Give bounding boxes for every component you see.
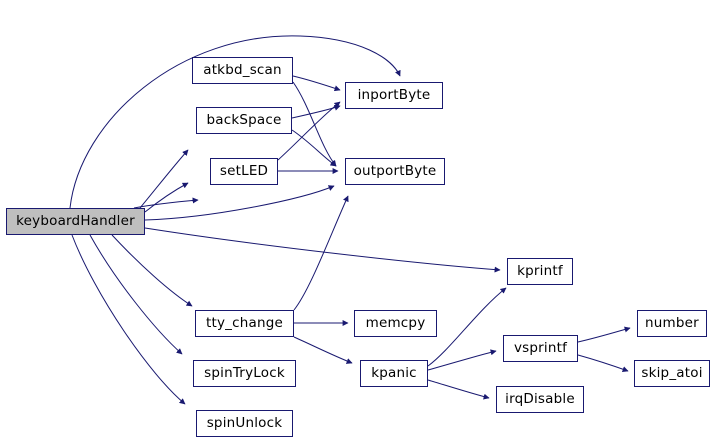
edge-tty_change-to-kpanic — [293, 336, 353, 364]
edge-kpanic-to-irqDisable — [427, 379, 490, 400]
node-setLED[interactable]: setLED — [210, 158, 278, 185]
edge-keyboardHandler-to-kprintf — [144, 227, 501, 273]
node-number[interactable]: number — [637, 310, 707, 337]
node-vsprintf[interactable]: vsprintf — [503, 335, 578, 362]
edge-vsprintf-to-number — [577, 326, 631, 343]
node-backSpace[interactable]: backSpace — [196, 107, 292, 134]
edge-setLED-to-inportByte — [277, 101, 341, 161]
edge-keyboardHandler-to-atkbd_scan — [144, 182, 189, 213]
node-inportByte[interactable]: inportByte — [345, 82, 443, 109]
node-spinUnlock[interactable]: spinUnlock — [196, 410, 293, 437]
node-skip_atoi[interactable]: skip_atoi — [634, 360, 710, 387]
edge-kpanic-to-vsprintf — [427, 349, 497, 371]
edge-keyboardHandler-to-inportByte — [69, 35, 401, 209]
node-label: spinUnlock — [206, 414, 283, 431]
edge-atkbd_scan-to-inportByte — [292, 75, 341, 92]
node-label: backSpace — [206, 111, 282, 128]
node-label: atkbd_scan — [203, 61, 282, 78]
node-outportByte[interactable]: outportByte — [345, 158, 445, 185]
edge-keyboardHandler-to-outportByte — [144, 185, 335, 221]
node-keyboardHandler[interactable]: keyboardHandler — [6, 208, 145, 235]
node-label: kpanic — [371, 364, 417, 381]
edge-backSpace-to-outportByte — [291, 129, 337, 167]
node-kpanic[interactable]: kpanic — [360, 360, 428, 387]
node-label: setLED — [219, 162, 269, 179]
edge-vsprintf-to-skip_atoi — [577, 354, 629, 373]
edge-group — [69, 35, 631, 405]
node-irqDisable[interactable]: irqDisable — [496, 386, 584, 413]
node-tty_change[interactable]: tty_change — [195, 310, 294, 337]
node-label: memcpy — [365, 314, 426, 331]
node-label: vsprintf — [513, 339, 568, 356]
node-label: keyboardHandler — [16, 212, 135, 229]
node-label: kprintf — [517, 262, 563, 279]
node-memcpy[interactable]: memcpy — [354, 310, 437, 337]
edge-tty_change-to-outportByte — [293, 195, 349, 311]
node-label: number — [645, 314, 699, 331]
edge-keyboardHandler-to-tty_change — [111, 234, 193, 307]
edge-keyboardHandler-to-spinTryLock — [89, 234, 183, 355]
node-atkbd_scan[interactable]: atkbd_scan — [192, 57, 293, 84]
node-spinTryLock[interactable]: spinTryLock — [193, 360, 296, 387]
edge-atkbd_scan-to-outportByte — [292, 81, 337, 167]
edge-keyboardHandler-to-backSpace — [139, 149, 189, 209]
node-label: outportByte — [353, 162, 437, 179]
node-label: irqDisable — [505, 390, 575, 407]
node-kprintf[interactable]: kprintf — [507, 258, 573, 285]
edge-kpanic-to-kprintf — [427, 287, 507, 367]
node-label: spinTryLock — [204, 364, 285, 381]
node-label: inportByte — [357, 86, 431, 103]
edge-keyboardHandler-to-setLED — [133, 197, 199, 209]
edge-keyboardHandler-to-spinUnlock — [71, 234, 186, 405]
node-label: skip_atoi — [641, 364, 703, 381]
node-label: tty_change — [205, 314, 283, 331]
